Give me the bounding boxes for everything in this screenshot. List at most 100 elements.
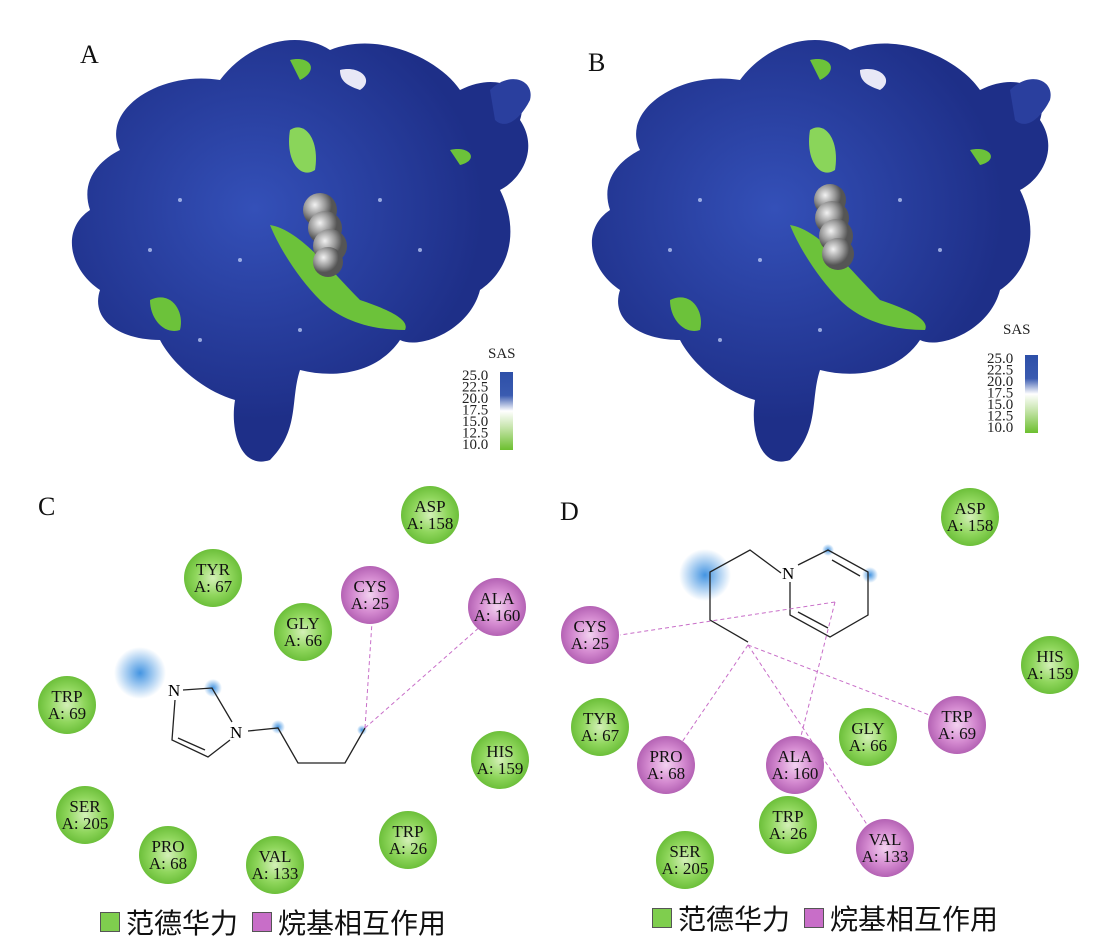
- ligand-diagram-d: N: [619, 544, 933, 827]
- residue-id: A: 159: [477, 759, 524, 778]
- residue-id: A: 69: [48, 704, 86, 723]
- sas-title: SAS: [1003, 322, 1031, 338]
- residue-name: PRO: [151, 837, 184, 856]
- residue-id: A: 66: [284, 631, 322, 650]
- sas-tick: 15.0: [987, 397, 1013, 413]
- residue-id: A: 66: [849, 736, 887, 755]
- residue-name: VAL: [259, 847, 292, 866]
- sas-tick: 12.5: [462, 426, 488, 442]
- residue-name: TRP: [51, 687, 82, 706]
- residue-name: ALA: [778, 747, 814, 766]
- residue-name: CYS: [353, 577, 386, 596]
- residue-id: A: 67: [194, 577, 233, 596]
- residue-name: ASP: [954, 499, 985, 518]
- residue-name: TYR: [583, 709, 618, 728]
- residue-id: A: 160: [772, 764, 819, 783]
- residue-id: A: 159: [1027, 664, 1074, 683]
- residue-id: A: 25: [571, 634, 609, 653]
- residue-id: A: 158: [947, 516, 994, 535]
- residue-id: A: 160: [474, 606, 521, 625]
- sas-tick: 22.5: [462, 380, 488, 396]
- sas-tick: 17.5: [462, 403, 488, 419]
- residue-id: A: 26: [389, 839, 427, 858]
- residue-id: A: 68: [647, 764, 685, 783]
- sas-tick: 25.0: [987, 351, 1013, 367]
- atom-n1: N: [168, 681, 180, 700]
- sas-scale-b: SAS 25.022.520.017.515.012.510.0: [987, 322, 1038, 436]
- sas-tick: 17.5: [987, 386, 1013, 402]
- sas-tick: 15.0: [462, 414, 488, 430]
- sas-scale-a: SAS 25.022.520.017.515.012.510.0: [462, 346, 516, 453]
- sas-tick: 22.5: [987, 363, 1013, 379]
- residue-id: A: 205: [62, 814, 109, 833]
- residue-id: A: 67: [581, 726, 620, 745]
- panel-label-b: B: [588, 48, 606, 77]
- residue-name: GLY: [851, 719, 884, 738]
- sas-tick: 20.0: [462, 391, 488, 407]
- residue-name: TRP: [941, 707, 972, 726]
- alkyl-swatch: [804, 908, 825, 928]
- sas-tick: 10.0: [462, 437, 488, 453]
- residue-id: A: 68: [149, 854, 187, 873]
- panel-label-c: C: [38, 492, 56, 521]
- legend-vdw: 范德华力: [126, 907, 239, 940]
- residue-id: A: 26: [769, 824, 807, 843]
- residue-name: HIS: [1036, 647, 1063, 666]
- residue-id: A: 205: [662, 859, 709, 878]
- panel-label-d: D: [560, 497, 579, 526]
- residue-name: SER: [69, 797, 101, 816]
- residue-id: A: 69: [938, 724, 976, 743]
- ligand-spheres-b: [814, 184, 854, 270]
- protein-surface-b: [591, 40, 1051, 462]
- panel-label-a: A: [80, 40, 99, 69]
- residue-name: TYR: [196, 560, 231, 579]
- residue-id: A: 158: [407, 514, 454, 533]
- residue-name: HIS: [486, 742, 513, 761]
- residue-name: VAL: [869, 830, 902, 849]
- legend-d: 范德华力 烷基相互作用: [652, 898, 998, 938]
- vdw-swatch: [100, 912, 120, 932]
- alkyl-swatch: [252, 912, 273, 932]
- residue-name: ALA: [480, 589, 516, 608]
- ligand-diagram-c: N N: [114, 621, 483, 764]
- legend-c: 范德华力 烷基相互作用: [100, 902, 446, 942]
- residue-name: SER: [669, 842, 701, 861]
- residue-name: PRO: [649, 747, 682, 766]
- residue-name: GLY: [286, 614, 319, 633]
- atom-n3: N: [230, 723, 242, 742]
- atom-n: N: [782, 564, 794, 583]
- residue-name: ASP: [414, 497, 445, 516]
- sas-title: SAS: [488, 346, 516, 362]
- ligand-spheres-a: [303, 193, 347, 277]
- residue-id: A: 25: [351, 594, 389, 613]
- sas-tick: 12.5: [987, 409, 1013, 425]
- residue-id: A: 133: [252, 864, 299, 883]
- residue-name: CYS: [573, 617, 606, 636]
- residue-name: TRP: [772, 807, 803, 826]
- sas-tick: 25.0: [462, 368, 488, 384]
